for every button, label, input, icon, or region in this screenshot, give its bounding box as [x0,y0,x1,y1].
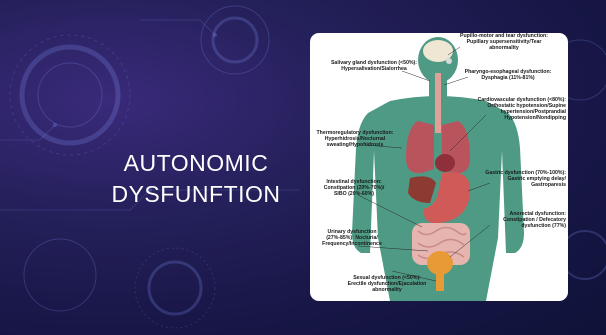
label-anorectal: Anorectal dysfunction: Constipation / De… [482,211,566,229]
label-gastric: Gastric dysfunction (70%-100%): Gastric … [482,170,566,188]
label-salivary: Salivary gland dysfunction (<50%): Hyper… [324,60,424,72]
anatomy-figure: Pupillo-motor and tear dysfunction: Pupi… [310,33,568,301]
bladder-icon [427,251,453,275]
label-thermoregulatory: Thermoregulatory dysfunction: Hyperhidro… [312,130,398,148]
heart-icon [435,154,455,172]
label-pharyngo-esophageal: Pharyngo-esophageal dysfunction: Dysphag… [456,69,560,81]
label-cardiovascular: Cardiovascular dysfunction (<80%): Ortho… [472,97,566,121]
label-pupillo-motor: Pupillo-motor and tear dysfunction: Pupi… [440,33,568,51]
label-sexual: Sexual dysfunction (<50%): Erectile dysf… [332,275,442,293]
slide-title: AUTONOMIC DYSFUNFTION [96,148,296,210]
label-intestinal: Intestinal dysfunction: Constipation (20… [312,179,396,197]
label-urinary: Urinary dysfunction (27%-85%): Nocturia/… [312,229,392,247]
